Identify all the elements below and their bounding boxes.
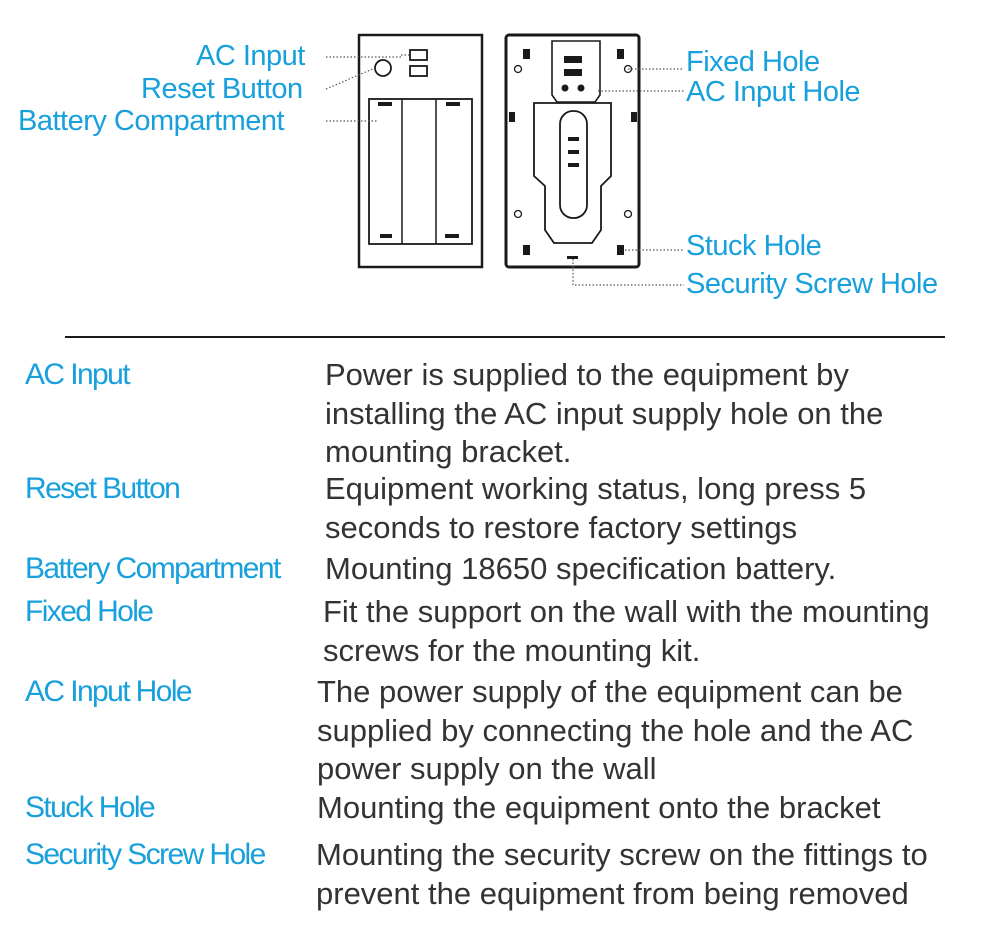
- callout-battery-compartment: Battery Compartment: [18, 105, 285, 137]
- divider: [65, 336, 945, 338]
- callout-security-screw-hole: Security Screw Hole: [686, 268, 938, 300]
- glossary-description: Power is supplied to the equipment by in…: [325, 357, 884, 469]
- mounting-bracket: [504, 33, 641, 269]
- glossary-term: AC Input: [25, 358, 131, 391]
- callout-reset-button: Reset Button: [141, 73, 303, 105]
- device-back-panel: [357, 33, 484, 269]
- device-diagram: [325, 33, 684, 286]
- glossary-term: Battery Compartment: [25, 552, 281, 585]
- callout-ac-input-hole: AC Input Hole: [686, 76, 861, 108]
- glossary-term: AC Input Hole: [25, 675, 193, 708]
- glossary-term: Reset Button: [25, 472, 181, 505]
- glossary-description: Fit the support on the wall with the mou…: [323, 594, 930, 668]
- glossary-description: Mounting the security screw on the fitti…: [316, 837, 928, 911]
- glossary-term: Fixed Hole: [25, 595, 154, 628]
- ac-input-port-top: [409, 49, 428, 61]
- callout-stuck-hole: Stuck Hole: [686, 230, 822, 262]
- glossary-description: Mounting 18650 specification battery.: [325, 551, 837, 586]
- battery-compartment-symbol: [368, 98, 473, 245]
- callout-fixed-hole: Fixed Hole: [686, 46, 820, 78]
- glossary-description: The power supply of the equipment can be…: [317, 674, 914, 786]
- glossary-description: Mounting the equipment onto the bracket: [317, 790, 881, 825]
- leader-lines: [325, 54, 684, 286]
- callout-ac-input: AC Input: [196, 40, 305, 72]
- glossary-description: Equipment working status, long press 5 s…: [325, 471, 867, 545]
- glossary-term: Stuck Hole: [25, 791, 156, 824]
- ac-input-port-bottom: [409, 65, 428, 77]
- glossary-term: Security Screw Hole: [25, 838, 266, 871]
